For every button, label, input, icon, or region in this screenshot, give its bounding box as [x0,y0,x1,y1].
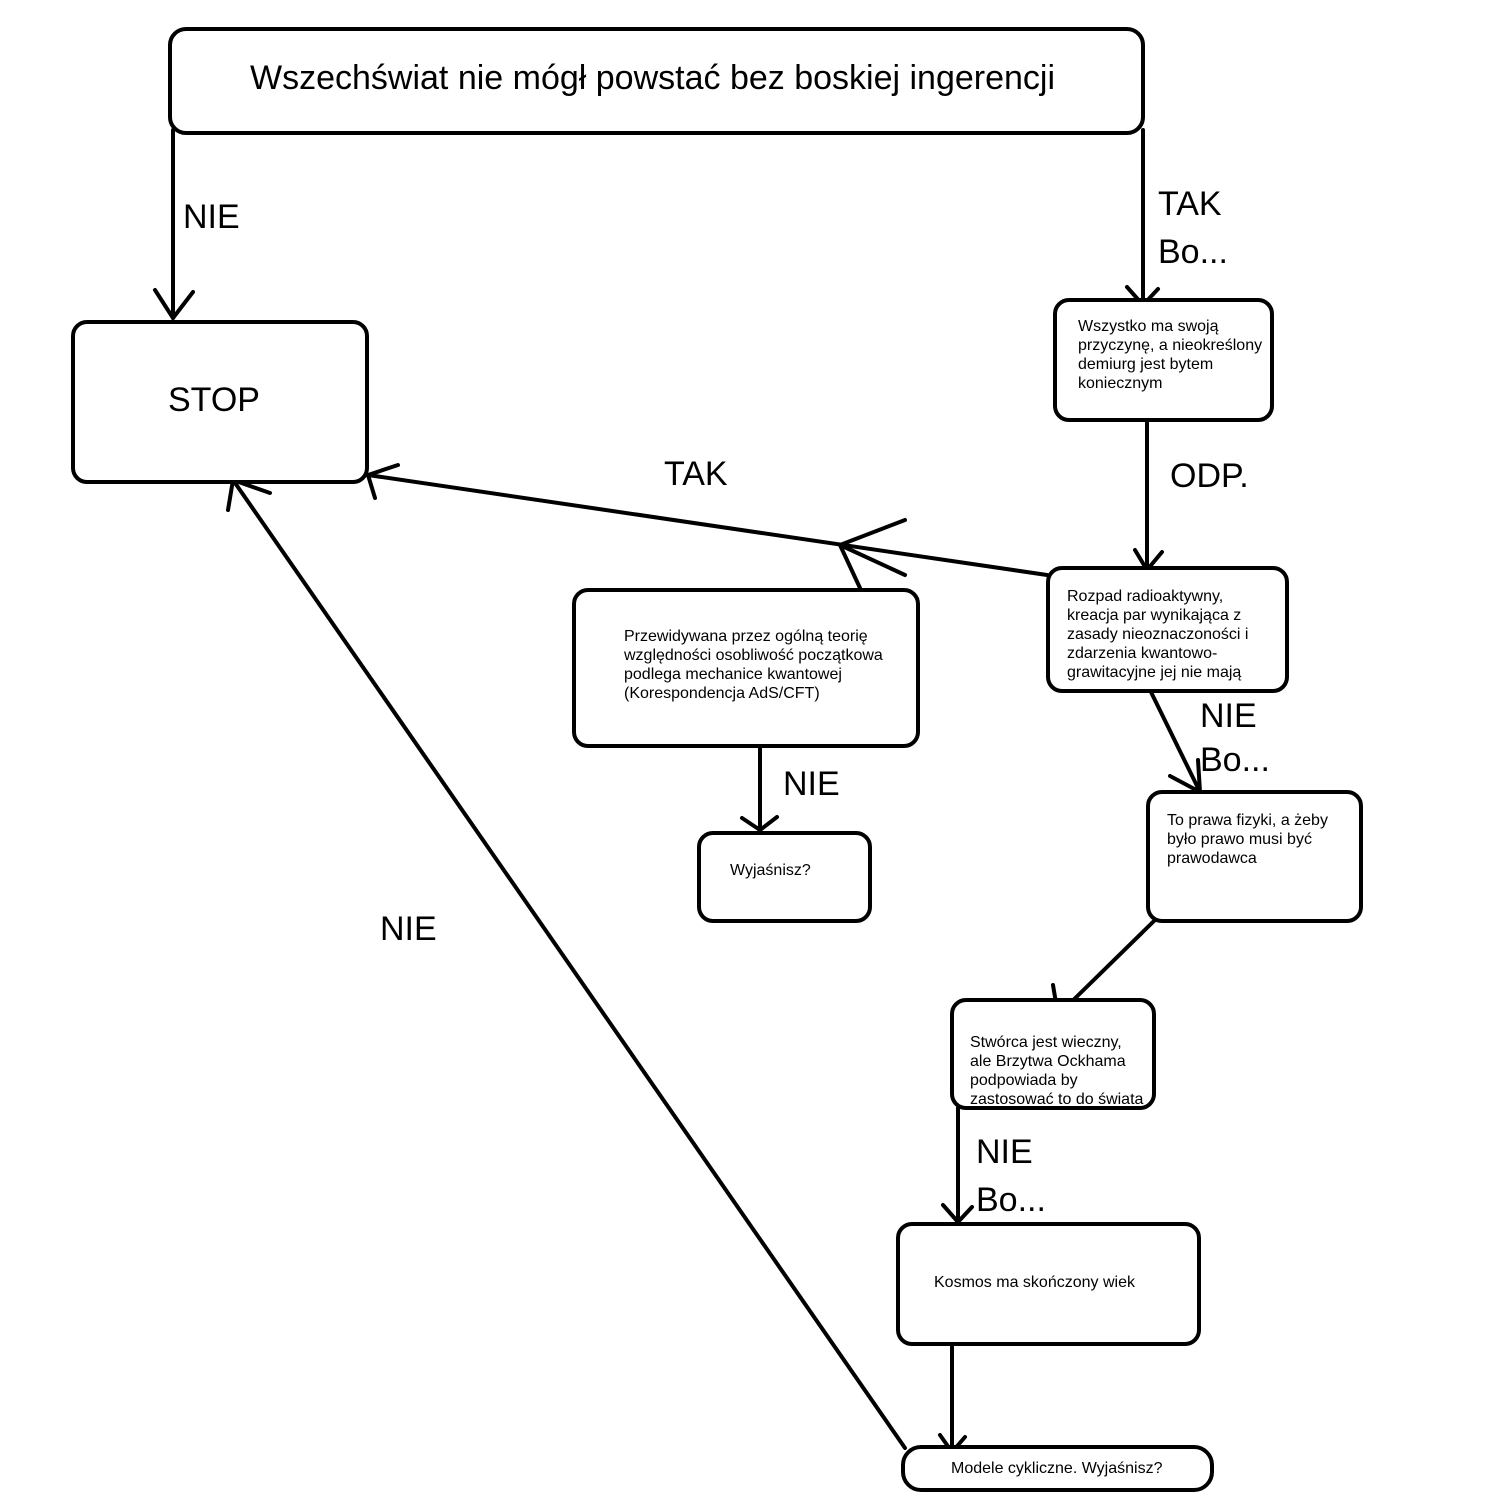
node-singularity [572,588,920,748]
node-causality-text: Wszystko ma swoją przyczynę, a nieokreśl… [1078,318,1263,392]
label-cyclic-to-stop: NIE [380,910,437,948]
node-stop-text: STOP [168,381,260,419]
node-root [168,27,1145,135]
node-explain-text: Wyjaśnisz? [730,862,811,879]
label-causality-to-radioactive: ODP. [1170,457,1249,495]
node-finite-age-text: Kosmos ma skończony wiek [934,1274,1135,1291]
node-cyclic-text: Modele cykliczne. Wyjaśnisz? [951,1460,1163,1477]
node-singularity-text: Przewidywana przez ogólną teorię względn… [624,628,883,702]
node-creator-eternal-text: Stwórca jest wieczny, ale Brzytwa Ockham… [970,1034,1144,1108]
node-cyclic [901,1445,1214,1492]
label-singularity-to-explain: NIE [783,765,840,803]
node-physics-laws [1146,790,1363,923]
edge-cyclic-to-stop [231,478,907,1450]
label-root-to-stop: NIE [183,198,240,236]
label-radioactive-to-laws: NIE Bo... [1200,697,1270,779]
node-finite-age [896,1222,1201,1346]
arrowhead-singularity-to-tak [838,518,907,577]
arrowhead-radioactive-to-stop [366,463,400,500]
node-explain [697,831,872,923]
node-stop [71,320,369,484]
node-creator-eternal [950,998,1156,1110]
node-root-text: Wszechświat nie mógł powstać bez boskiej… [250,59,1056,97]
arrowhead-root-to-stop [153,288,195,320]
label-radioactive-to-stop: TAK [664,455,728,493]
edge-radioactive-to-laws [1148,688,1202,794]
edge-singularity-to-tak [838,543,862,590]
node-radioactive-text: Rozpad radioaktywny, kreacja par wynikaj… [1067,588,1249,681]
node-physics-laws-text: To prawa fizyki, a żeby było prawo musi … [1167,812,1328,867]
edge-radioactive-to-stop [366,473,1049,577]
node-causality [1053,298,1274,422]
label-creator-to-finite: NIE Bo... [976,1133,1046,1219]
node-radioactive [1046,566,1289,693]
label-root-to-causality: TAK Bo... [1158,185,1228,271]
arrowhead-singularity-to-explain [740,815,779,832]
